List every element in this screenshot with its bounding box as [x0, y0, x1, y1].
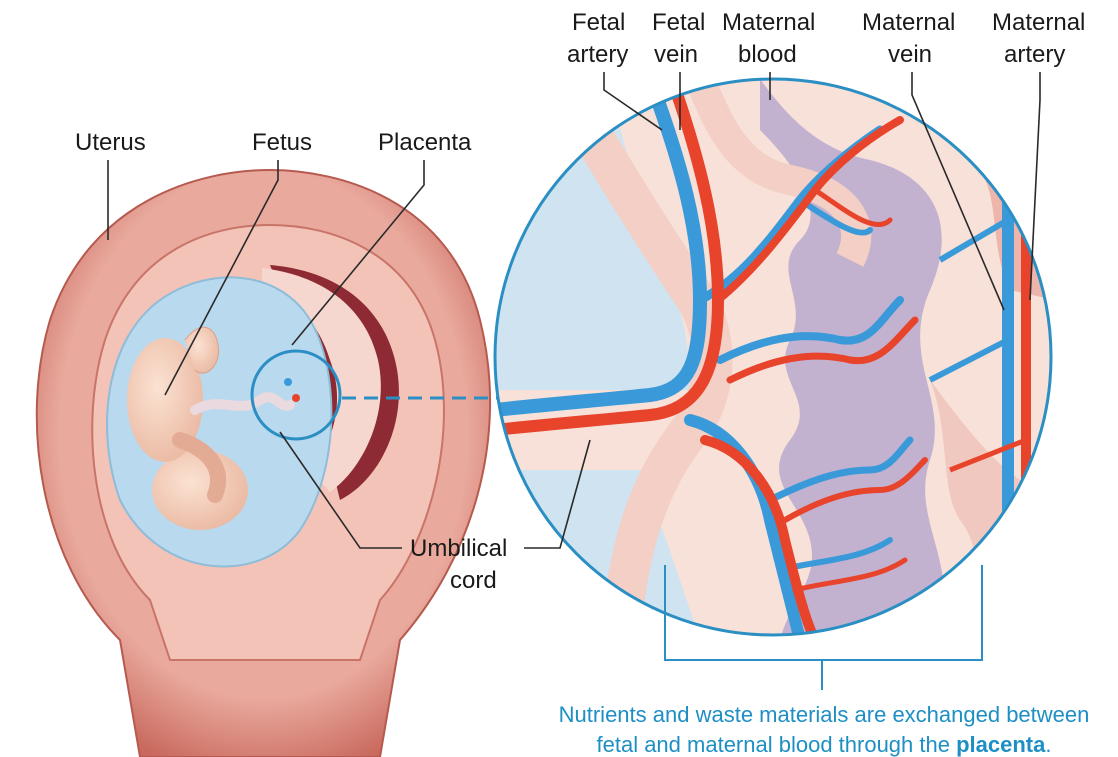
caption-prefix: fetal and maternal blood through the — [597, 732, 957, 757]
label-fetal-artery-text-1: Fetal — [572, 9, 625, 36]
label-fetal-artery-text-2: artery — [567, 41, 628, 68]
label-placenta-text: Placenta — [378, 129, 472, 156]
label-umbilical-text-1: Umbilical — [410, 535, 507, 562]
label-umbilical-text-2: cord — [450, 567, 497, 594]
label-maternal-vein-text-2: vein — [888, 41, 932, 68]
label-fetal-vein-text-1: Fetal — [652, 9, 705, 36]
label-maternal-artery-text-1: Maternal — [992, 9, 1085, 36]
caption-suffix: . — [1045, 732, 1051, 757]
label-maternal-artery-text-2: artery — [1004, 41, 1065, 68]
label-maternal-blood-text-1: Maternal — [722, 9, 815, 36]
label-fetal-vein-text-2: vein — [654, 41, 698, 68]
caption-line-2: fetal and maternal blood through the pla… — [597, 732, 1052, 757]
caption-bold-placenta: placenta — [956, 732, 1046, 757]
caption-line-1: Nutrients and waste materials are exchan… — [559, 702, 1090, 727]
label-maternal-blood-text-2: blood — [738, 41, 797, 68]
label-fetus-text: Fetus — [252, 129, 312, 156]
uterus-illustration — [37, 170, 490, 757]
label-uterus-text: Uterus — [75, 129, 146, 156]
label-maternal-vein-text-1: Maternal — [862, 9, 955, 36]
